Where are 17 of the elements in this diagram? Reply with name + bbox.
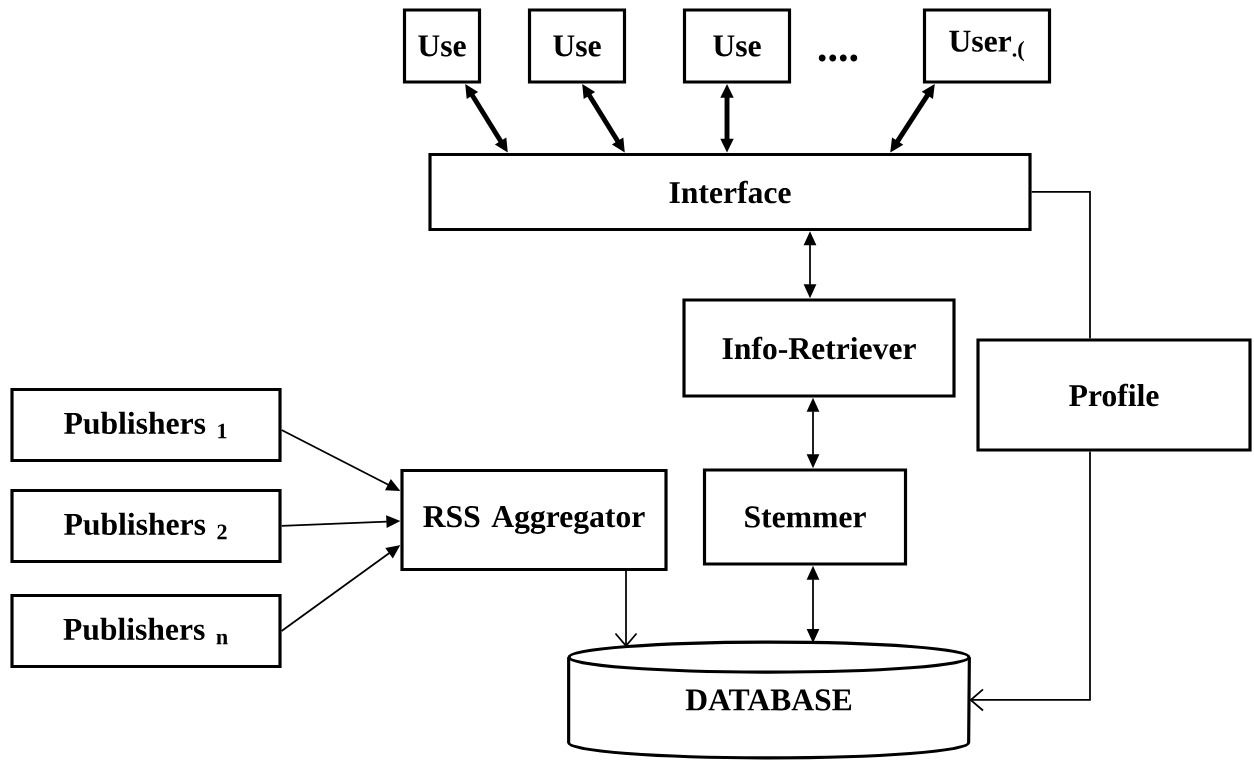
publisher-box: Publishers $_{1}$	[10, 387, 282, 463]
arrow	[969, 450, 1091, 712]
user-box: Use	[682, 8, 792, 84]
ellipsis-text: ....	[818, 54, 858, 62]
process-box: Interface	[428, 152, 1032, 232]
user-box: User$_{.(}$	[922, 8, 1052, 84]
arrow	[614, 570, 638, 648]
process-box: Stemmer	[702, 468, 908, 566]
process-box: Info-Retriever	[682, 298, 956, 398]
user-box: Use	[402, 8, 482, 84]
database-cylinder: DATABASE	[567, 640, 971, 760]
process-box: RSS Aggregator	[400, 468, 668, 572]
publisher-box: Publishers $_{n}$	[10, 593, 282, 669]
user-box: Use	[527, 8, 627, 84]
publisher-box: Publishers $_{2}$	[10, 488, 282, 564]
process-box: Profile	[976, 338, 1252, 452]
node-label: DATABASE	[685, 689, 852, 711]
